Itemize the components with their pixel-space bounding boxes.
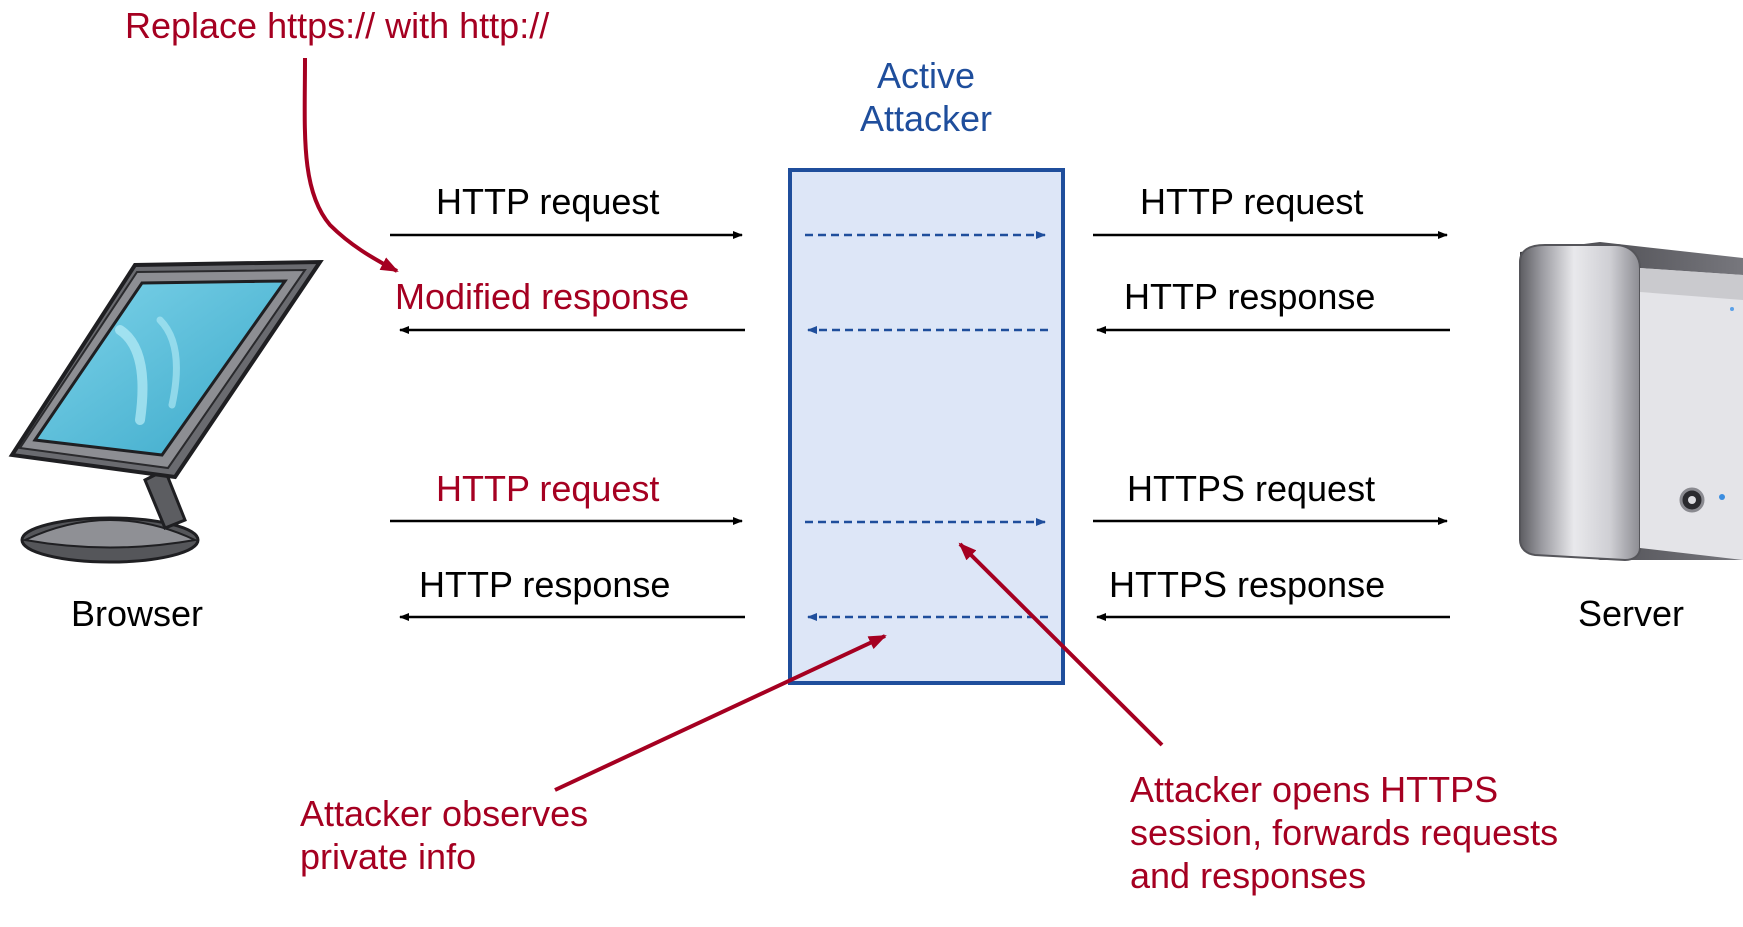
right-label-https-response: HTTPS response bbox=[1109, 564, 1386, 605]
left-label-modified-response: Modified response bbox=[395, 276, 690, 317]
replace-callout-text: Replace https:// with http:// bbox=[125, 5, 550, 46]
monitor-icon bbox=[8, 259, 324, 564]
left-label-http-request-2: HTTP request bbox=[436, 468, 660, 509]
browser-label: Browser bbox=[71, 593, 204, 634]
right-label-https-request: HTTPS request bbox=[1127, 468, 1376, 509]
callout-arrow-replace bbox=[302, 57, 399, 273]
server-label: Server bbox=[1578, 593, 1685, 634]
left-label-http-request-1: HTTP request bbox=[436, 181, 660, 222]
opens-callout-text: Attacker opens HTTPS session, forwards r… bbox=[1130, 769, 1559, 897]
right-label-http-response: HTTP response bbox=[1124, 276, 1376, 317]
attacker-title: Active Attacker bbox=[859, 55, 993, 140]
attacker-box bbox=[788, 168, 1065, 685]
observes-callout-text: Attacker observes private info bbox=[300, 793, 589, 878]
server-tower-icon bbox=[1519, 242, 1743, 562]
callout-arrow-observes bbox=[554, 634, 887, 792]
left-label-http-response: HTTP response bbox=[419, 564, 671, 605]
callout-arrow-opens bbox=[958, 542, 1164, 747]
right-label-http-request: HTTP request bbox=[1140, 181, 1364, 222]
